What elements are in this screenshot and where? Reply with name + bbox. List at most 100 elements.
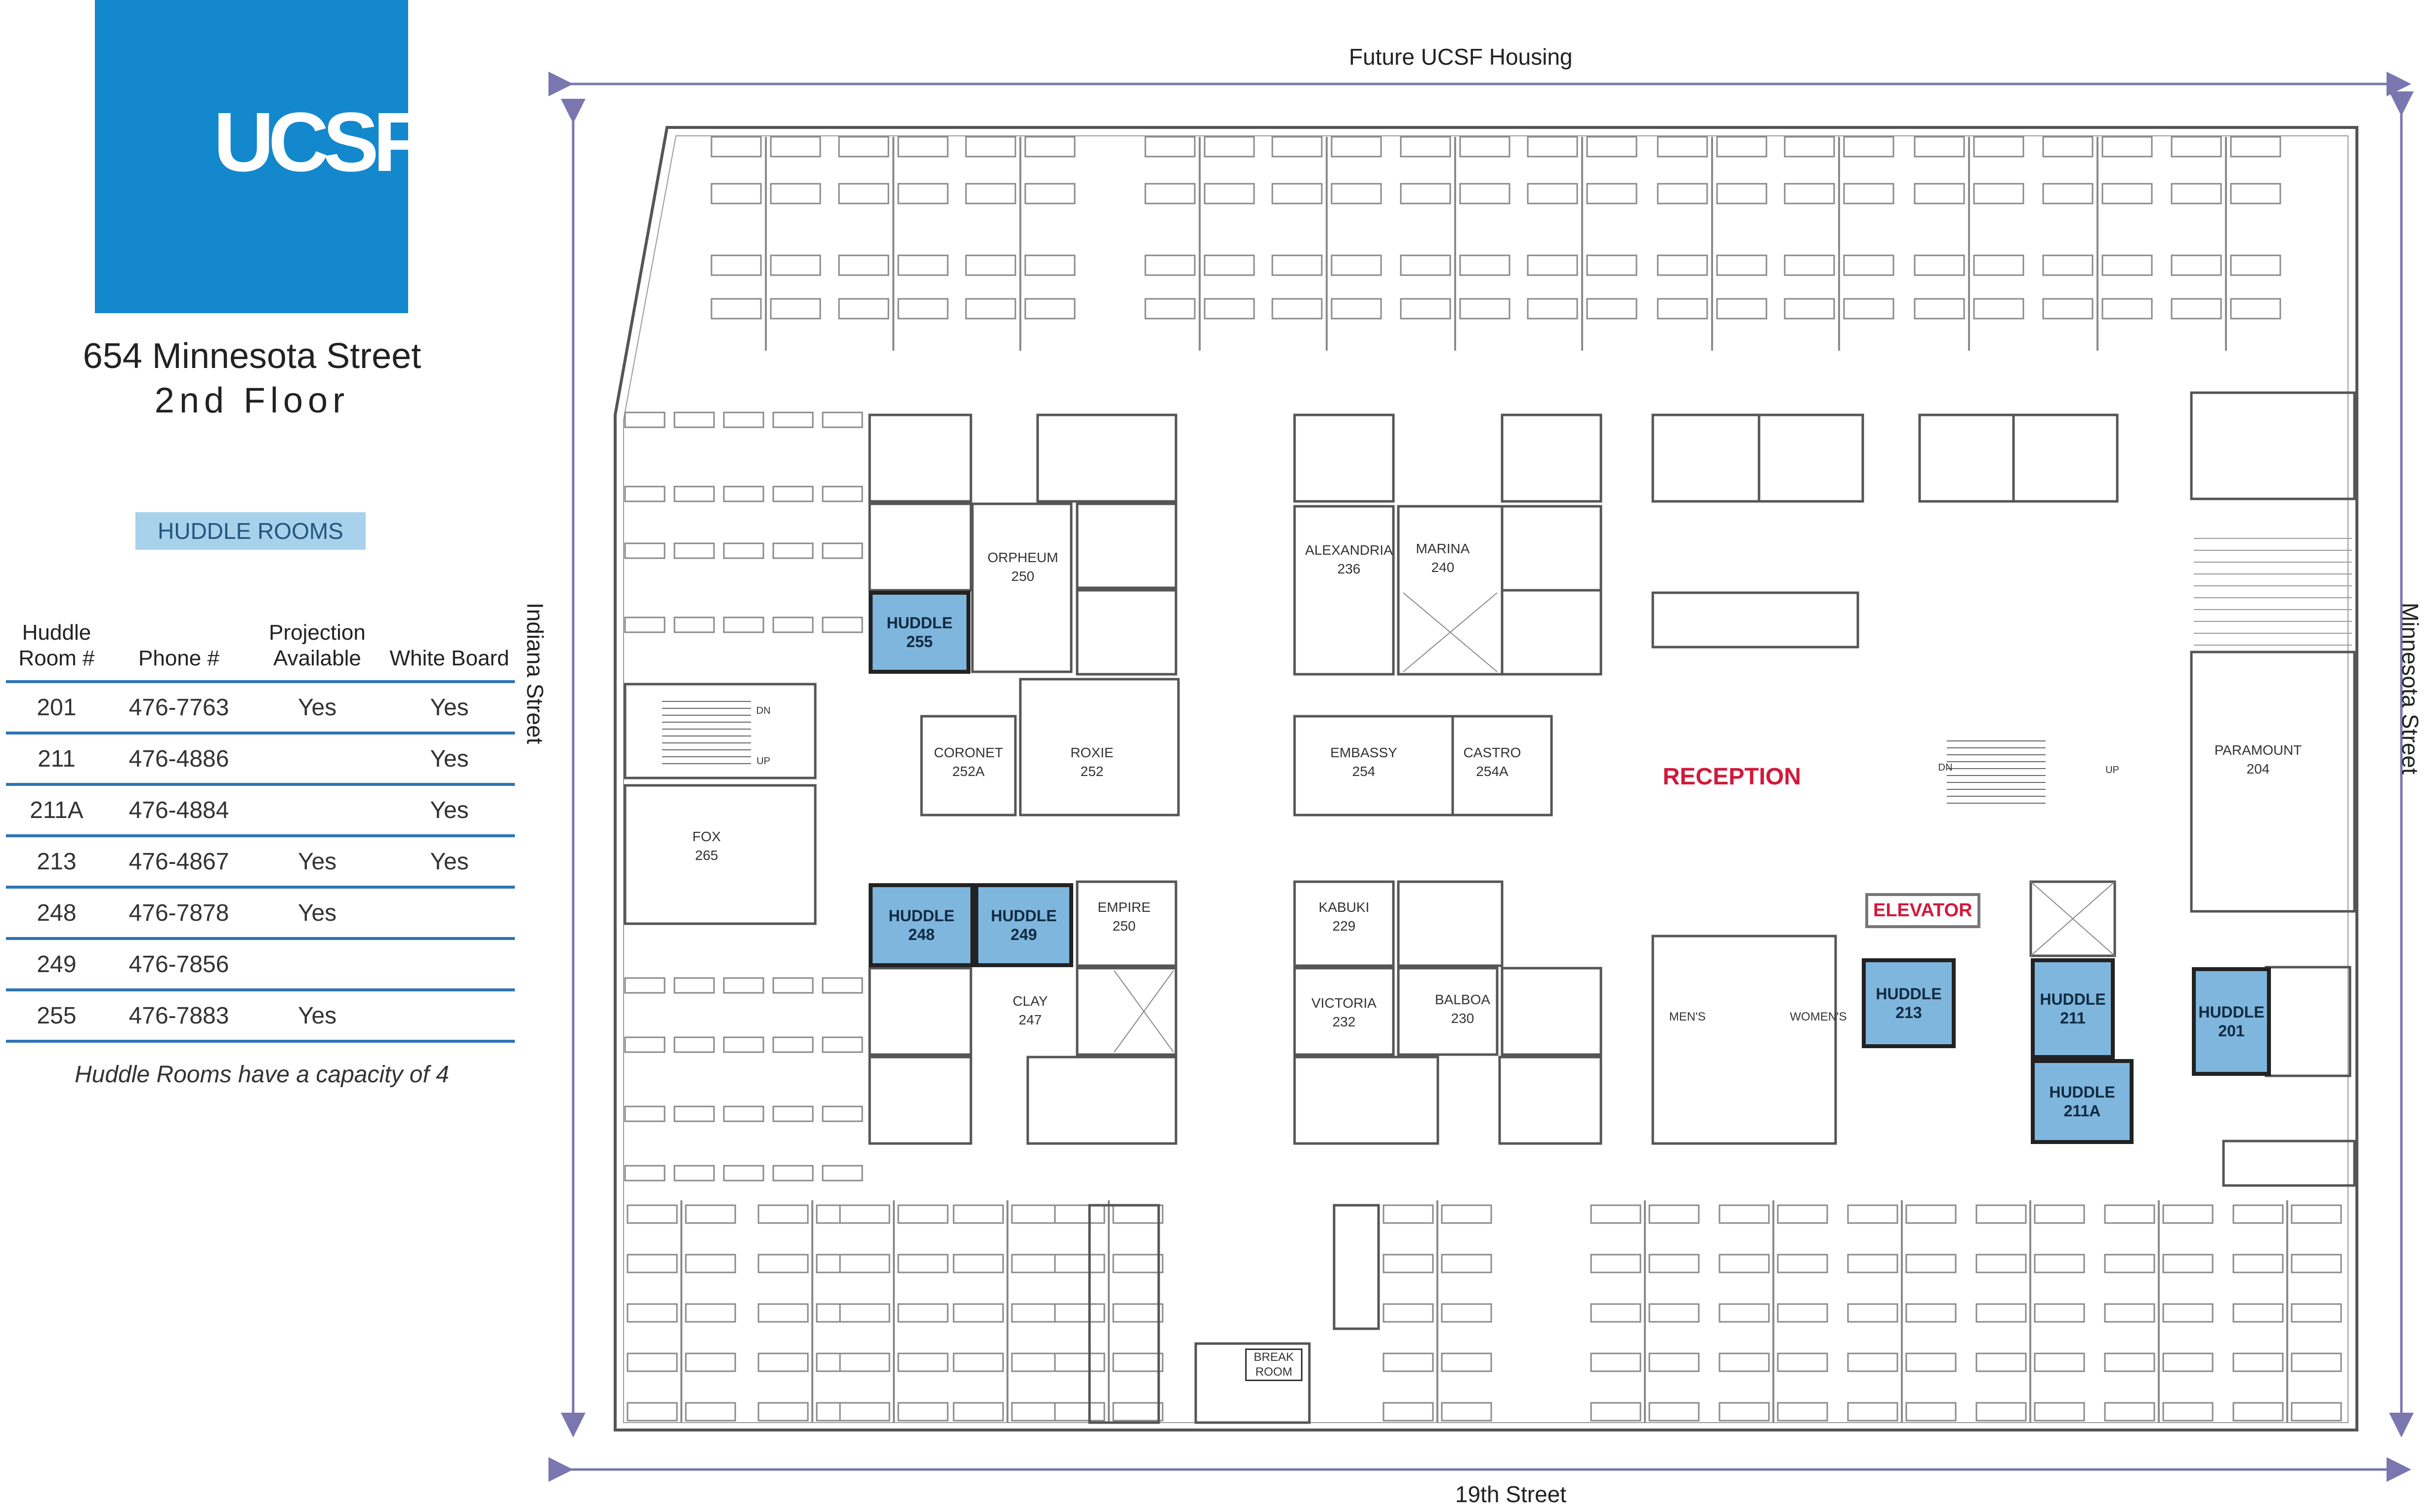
room-outline bbox=[1293, 1056, 1439, 1145]
room-name: VICTORIA bbox=[1311, 995, 1377, 1011]
room-outline bbox=[1651, 413, 1761, 503]
cell-whiteboard bbox=[384, 990, 515, 1043]
desk bbox=[1905, 1303, 1957, 1323]
desk bbox=[1271, 183, 1323, 204]
desk bbox=[2291, 1352, 2342, 1372]
desk bbox=[1905, 1204, 1957, 1224]
desk bbox=[1383, 1303, 1434, 1323]
desk bbox=[1719, 1352, 1770, 1372]
desk bbox=[1011, 1402, 1062, 1422]
huddle-number: 211A bbox=[2063, 1102, 2101, 1120]
cell-phone: 476-4886 bbox=[107, 733, 251, 786]
desk bbox=[1024, 136, 1076, 158]
desk bbox=[711, 298, 762, 320]
desk bbox=[1054, 1303, 1105, 1323]
cell-room: 255 bbox=[6, 990, 107, 1043]
desk bbox=[1527, 254, 1578, 276]
desk bbox=[822, 977, 863, 994]
cell-whiteboard bbox=[384, 939, 515, 991]
desk bbox=[1777, 1254, 1828, 1273]
desk bbox=[2042, 183, 2094, 204]
desk bbox=[685, 1303, 736, 1323]
desk bbox=[1843, 298, 1894, 320]
desk bbox=[770, 254, 821, 276]
room-name: CORONET bbox=[934, 745, 1003, 760]
desk bbox=[1383, 1352, 1434, 1372]
room-number: 230 bbox=[1451, 1011, 1474, 1026]
huddle-label: HUDDLE bbox=[2198, 1003, 2264, 1021]
room-outline bbox=[1333, 1204, 1380, 1330]
desk bbox=[897, 1402, 949, 1422]
desk bbox=[1847, 1352, 1898, 1372]
room-outline bbox=[624, 683, 817, 779]
desk bbox=[2034, 1254, 2085, 1273]
desk bbox=[711, 254, 762, 276]
desk bbox=[772, 1036, 814, 1053]
room-number: 236 bbox=[1337, 561, 1361, 576]
room-number: 254A bbox=[1476, 764, 1509, 779]
room-outline bbox=[1397, 880, 1504, 967]
logo-text: UCSF bbox=[213, 95, 424, 189]
desk bbox=[673, 1105, 715, 1122]
desk bbox=[757, 1352, 809, 1372]
desk bbox=[1648, 1204, 1700, 1224]
desk bbox=[1657, 298, 1708, 320]
room-name: FOX bbox=[692, 829, 721, 844]
stair-dn-right: DN bbox=[1938, 762, 1953, 773]
desk bbox=[1024, 254, 1076, 276]
desk bbox=[2171, 298, 2222, 320]
desk bbox=[1527, 136, 1578, 158]
room-number: 254 bbox=[1352, 764, 1376, 779]
desk bbox=[1784, 136, 1835, 158]
desk bbox=[822, 1036, 863, 1053]
desk bbox=[1719, 1254, 1770, 1273]
desk bbox=[627, 1352, 678, 1372]
room-outline bbox=[1651, 935, 1837, 1145]
room-outline bbox=[1293, 505, 1395, 676]
room-name: ALEXANDRIA bbox=[1305, 542, 1393, 558]
address-line-1: 654 Minnesota Street bbox=[83, 336, 421, 376]
desk bbox=[673, 977, 715, 994]
desk bbox=[1441, 1303, 1492, 1323]
desk bbox=[822, 542, 863, 559]
room-outline bbox=[1076, 589, 1177, 676]
room-outline bbox=[1293, 413, 1395, 503]
huddle-label: HUDDLE bbox=[2040, 990, 2106, 1008]
desk bbox=[757, 1254, 809, 1273]
desk bbox=[838, 298, 889, 320]
room-number: 240 bbox=[1431, 560, 1455, 575]
desk bbox=[624, 542, 666, 559]
desk bbox=[685, 1352, 736, 1372]
desk bbox=[1459, 298, 1510, 320]
ucsf-logo: UCSF bbox=[95, 0, 424, 313]
desk bbox=[1590, 1303, 1641, 1323]
capacity-note: Huddle Rooms have a capacity of 4 bbox=[75, 1062, 449, 1088]
desk bbox=[1144, 136, 1196, 158]
col-header-projection: Projection Available bbox=[251, 620, 384, 683]
desk bbox=[711, 183, 762, 204]
elevator-label: ELEVATOR bbox=[1865, 893, 1980, 928]
room-outline bbox=[2029, 880, 2116, 957]
desk bbox=[673, 411, 715, 428]
desk bbox=[1590, 1352, 1641, 1372]
desk bbox=[897, 1303, 949, 1323]
cell-phone: 476-7763 bbox=[107, 682, 251, 735]
desk bbox=[1719, 1303, 1770, 1323]
desk bbox=[2230, 298, 2281, 320]
elevator-x bbox=[1114, 970, 1174, 1053]
desk bbox=[2291, 1204, 2342, 1224]
desk bbox=[2171, 136, 2222, 158]
cell-room: 213 bbox=[6, 836, 107, 889]
desk bbox=[1914, 136, 1965, 158]
desk bbox=[1400, 183, 1451, 204]
desk bbox=[2042, 136, 2094, 158]
desk bbox=[627, 1402, 678, 1422]
room-number: 250 bbox=[1112, 918, 1136, 934]
room-outline bbox=[1036, 413, 1177, 503]
room-outline bbox=[2264, 966, 2351, 1077]
desk bbox=[1459, 254, 1510, 276]
